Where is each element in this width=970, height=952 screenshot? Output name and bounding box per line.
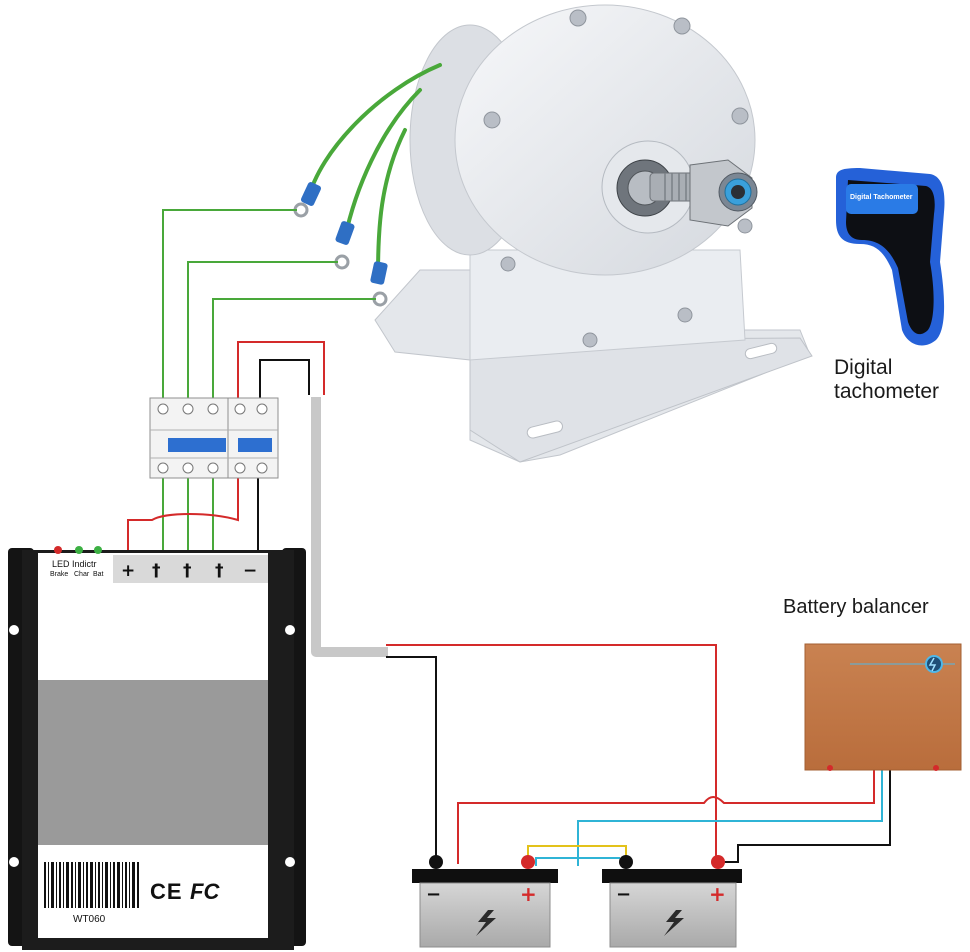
tachometer-screen [846, 184, 918, 214]
terminal-ac-1: † [152, 561, 161, 581]
ring-terminal-icon [335, 221, 355, 245]
tachometer-label: Digital tachometer [834, 356, 939, 404]
cable-sheath [311, 397, 388, 657]
tachometer-brand-text: Digital Tachometer [850, 194, 913, 201]
led-indicator-title: LED Indictr [52, 559, 97, 569]
plate-bolt [582, 332, 598, 348]
generator-front-face [454, 4, 756, 276]
series-link-yellow [527, 845, 627, 862]
battery-right [602, 855, 742, 948]
battery-positive-main [386, 644, 717, 860]
led-label-bat: Bat [93, 571, 104, 578]
breaker-screws [157, 403, 268, 474]
led-label-char: Char [74, 571, 90, 578]
battery-negative-main [386, 656, 437, 860]
breaker-toggle [168, 438, 226, 452]
terminal-minus: − [243, 561, 258, 581]
battery-wires [386, 644, 891, 866]
battery-lid [602, 869, 742, 883]
led-icon [54, 546, 62, 554]
terminal-strip [113, 555, 268, 583]
tachometer-label-line1: Digital [834, 356, 893, 379]
lightning-bolt-icon [476, 910, 496, 936]
circuit-breaker [149, 397, 279, 479]
face-bolt [673, 17, 691, 35]
battery-right-positive-sign: + [709, 882, 726, 906]
face-bolt [500, 256, 516, 272]
series-link-cyan [535, 857, 620, 866]
foot-slot-left [526, 420, 564, 439]
generator [374, 4, 813, 463]
balancer-black-lead [720, 770, 891, 863]
digital-tachometer [836, 168, 945, 346]
battery-lid [412, 869, 558, 883]
battery-balancer [804, 643, 962, 771]
barcode-icon [44, 862, 139, 908]
battery-right-negative-sign: − [616, 884, 632, 905]
tachometer-label-line2: tachometer [834, 380, 940, 404]
breaker-toggle [238, 438, 272, 452]
battery-balancer-label: Battery balancer [783, 596, 929, 618]
ring-terminal-icon [370, 261, 388, 285]
balancer-indicator-icon [925, 655, 943, 673]
controller-display-area [38, 680, 268, 845]
terminal-ac-3: † [215, 561, 224, 581]
battery-left-positive-sign: + [520, 882, 537, 906]
controller-model: WT060 [73, 914, 106, 925]
dump-positive-wire [237, 341, 325, 400]
dc-wires [127, 341, 325, 552]
led-label-brake: Brake [50, 571, 69, 578]
face-bolt [483, 111, 501, 129]
ce-mark: CE [150, 879, 183, 904]
face-bolt [731, 107, 749, 125]
nut-hole [731, 185, 745, 199]
face-bolt [569, 9, 587, 27]
fc-mark: FC [190, 879, 220, 904]
led-icon [75, 546, 83, 554]
ring-terminal-icon [300, 182, 322, 206]
battery-left-negative-sign: − [426, 884, 442, 905]
ring-terminals [293, 182, 388, 307]
foot-slot-right [744, 342, 778, 360]
battery-left [412, 855, 558, 948]
lightning-bolt-icon [664, 910, 684, 936]
battery-terminal-positive [521, 855, 535, 869]
controller-plus-wire [127, 475, 239, 552]
balancer-red-lead [457, 770, 875, 864]
terminal-plus: + [121, 561, 136, 581]
dump-negative-wire [259, 359, 310, 400]
face-bolt [737, 218, 753, 234]
balancer-cyan-lead [577, 770, 883, 866]
battery-terminal-positive [711, 855, 725, 869]
plate-bolt [677, 307, 693, 323]
terminal-ac-2: † [183, 561, 192, 581]
battery-terminal-negative [429, 855, 443, 869]
tachometer-grip [846, 180, 935, 335]
charge-controller [8, 546, 306, 950]
generator-lead-wires [306, 63, 442, 277]
battery-terminal-negative [619, 855, 633, 869]
led-icon [94, 546, 102, 554]
